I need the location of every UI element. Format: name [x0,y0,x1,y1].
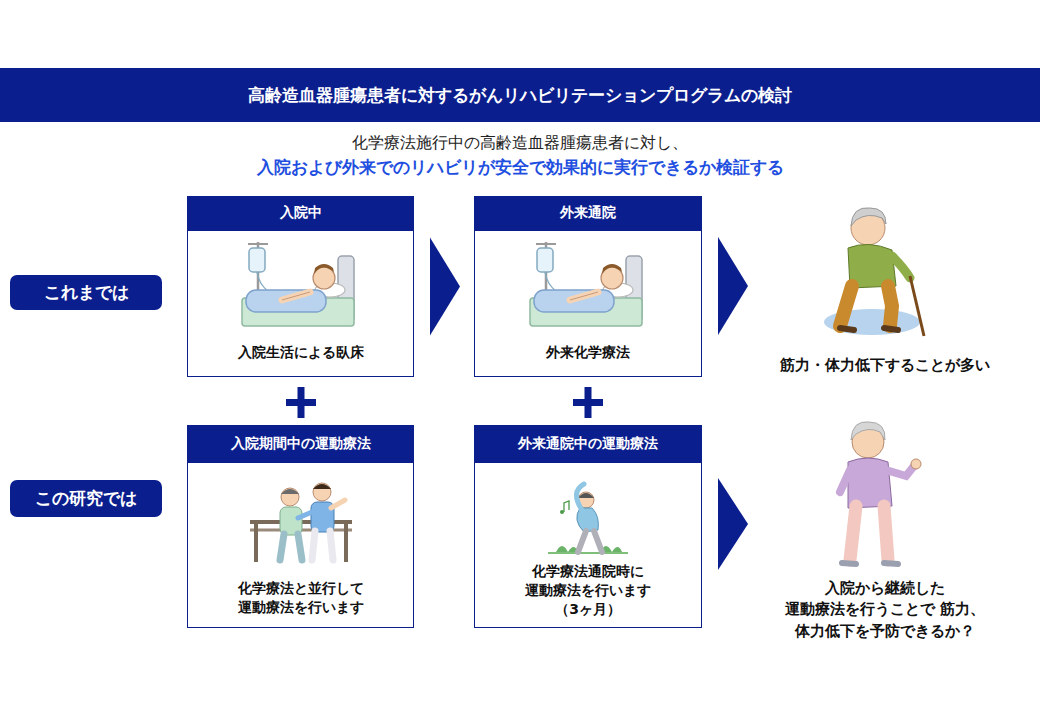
row-label-pill: この研究では [10,480,162,517]
row-label: これまでは [44,281,129,304]
row-label: この研究では [35,487,137,510]
plus-sign [286,387,603,418]
box-header: 入院期間中の運動療法 [187,425,414,462]
subtitle: 化学療法施行中の高齢造血器腫瘍患者に対し、 [0,132,1040,155]
box-caption: 入院生活による臥床 [238,343,364,362]
process-box: 外来通院外来化学療法 [474,196,702,377]
elderly-woman-illustration [840,422,921,564]
box-header: 入院中 [187,196,414,230]
title-text: 高齢造血器腫瘍患者に対するがんリハビリテーションプログラムの検討 [248,84,792,107]
stretch-illustration [548,484,628,553]
chevron-connector [430,238,460,336]
bed-patient [242,242,354,326]
elderly-man-illustration [824,208,924,336]
box-caption: 化学療法通院時に 運動療法を行います （3ヶ月） [502,562,674,619]
box-header: 外来通院中の運動療法 [474,425,702,462]
box-body: 化学療法と並行して 運動療法を行います [187,462,414,628]
subtitle-emphasis: 入院および外来でのリハビリが安全で効果的に実行できるか検証する [0,155,1040,179]
process-box: 入院中入院生活による臥床 [187,196,414,377]
box-caption: 外来化学療法 [546,343,630,362]
outcome-question: 入院から継続した 運動療法を行うことで 筋力、体力低下を予防できるか？ [765,578,1005,642]
row-label-pill: これまでは [10,275,162,310]
process-box: 外来通院中の運動療法化学療法通院時に 運動療法を行います （3ヶ月） [474,425,702,628]
chevron-arrow [718,237,748,570]
title-band: 高齢造血器腫瘍患者に対するがんリハビリテーションプログラムの検討 [0,68,1040,122]
box-body: 外来化学療法 [474,230,702,377]
process-box: 入院期間中の運動療法化学療法と並行して 運動療法を行います [187,425,414,628]
box-caption: 化学療法と並行して 運動療法を行います [215,579,387,617]
box-body: 入院生活による臥床 [187,230,414,377]
box-header: 外来通院 [474,196,702,230]
box-body: 化学療法通院時に 運動療法を行います （3ヶ月） [474,462,702,628]
rehab-illustration [250,483,352,562]
bed-patient [530,242,642,326]
outcome-note: 筋力・体力低下することが多い [750,355,1020,376]
